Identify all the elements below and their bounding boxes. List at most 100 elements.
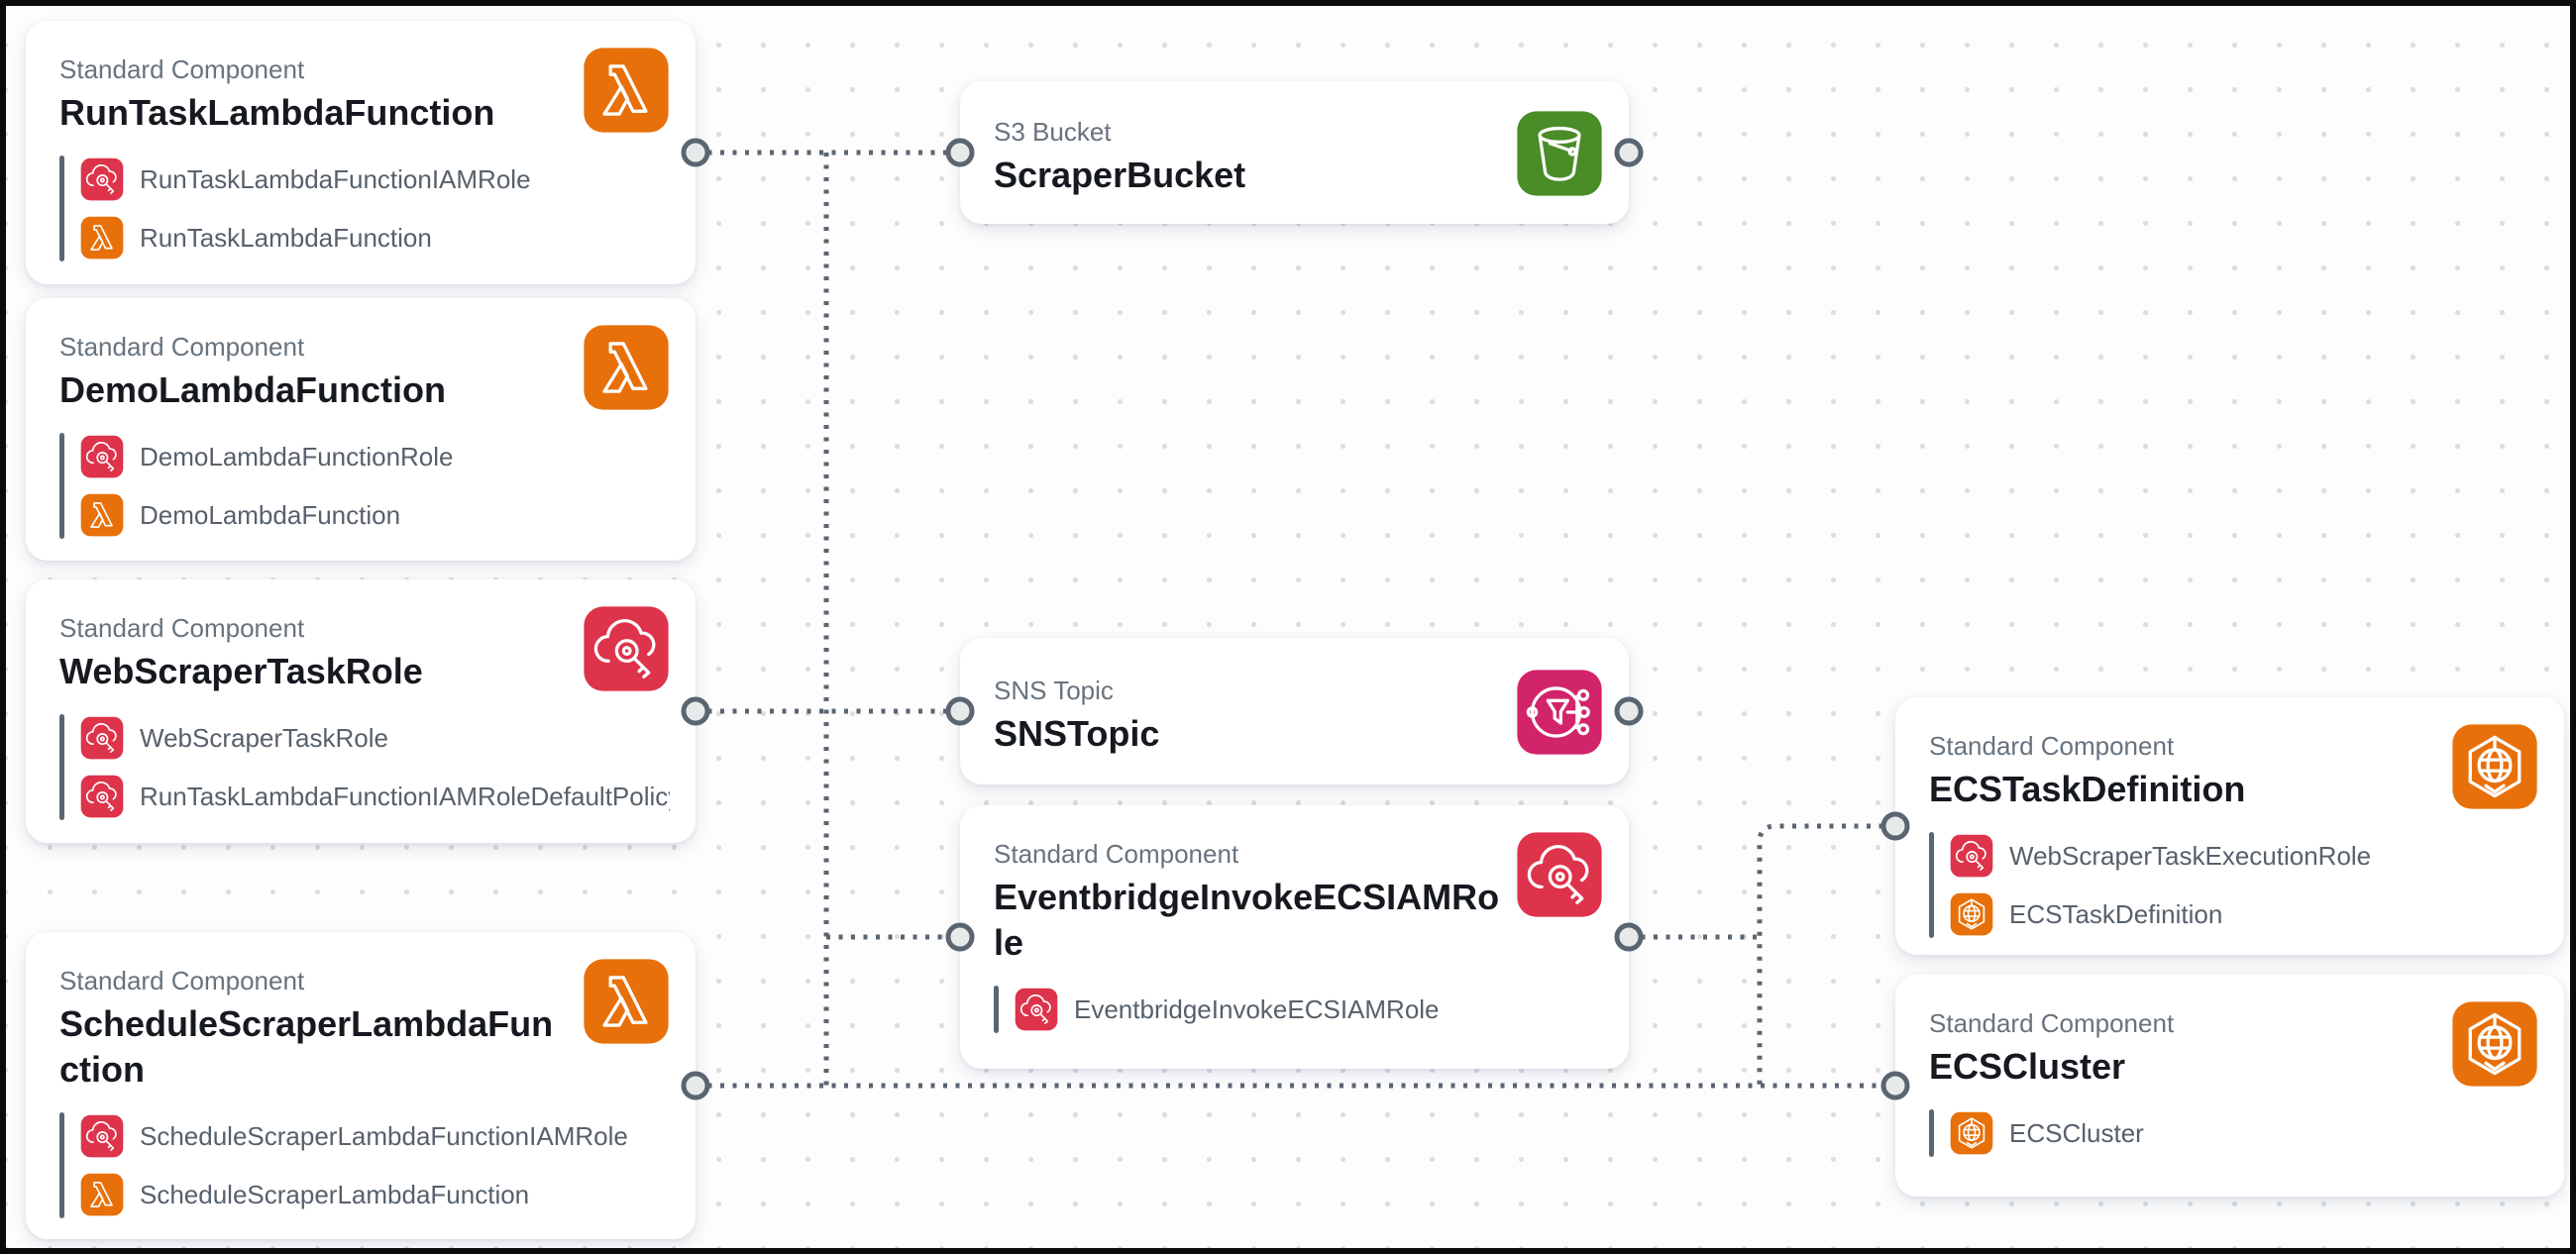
component-type-label: Standard Component <box>59 54 305 84</box>
component-card-scraperbucket[interactable]: S3 Bucket ScraperBucket <box>960 81 1629 224</box>
card-header: Standard Component WebScraperTaskRole <box>59 605 670 694</box>
component-card-ecscluster[interactable]: Standard Component ECSCluster ECSCluster <box>1895 975 2564 1197</box>
port-runtasklambdafunction-right[interactable] <box>681 138 710 167</box>
port-eventbridgeinvokeecsiamrole-right[interactable] <box>1614 922 1644 952</box>
child-resource-label: RunTaskLambdaFunctionIAMRoleDefaultPolic… <box>140 781 670 811</box>
component-card-demolambdafunction[interactable]: Standard Component DemoLambdaFunction De… <box>26 298 696 561</box>
child-group-bar <box>59 1112 64 1218</box>
card-header: Standard Component RunTaskLambdaFunction <box>59 47 670 136</box>
component-title: ECSCluster <box>1929 1046 2126 1087</box>
card-header: SNS Topic SNSTopic <box>994 668 1603 757</box>
iam-icon <box>1516 831 1603 918</box>
ecs-icon <box>1950 1111 1993 1155</box>
card-header: Standard Component EventbridgeInvokeECSI… <box>994 831 1603 966</box>
child-resource-row[interactable]: RunTaskLambdaFunctionIAMRole <box>80 157 670 201</box>
port-ecstaskdefinition-left[interactable] <box>1880 811 1910 841</box>
child-resources: DemoLambdaFunctionRole DemoLambdaFunctio… <box>59 433 670 539</box>
child-resource-label: EventbridgeInvokeECSIAMRole <box>1074 993 1440 1024</box>
component-card-webscrapertaskrole[interactable]: Standard Component WebScraperTaskRole We… <box>26 579 696 843</box>
child-resource-row[interactable]: ScheduleScraperLambdaFunction <box>80 1173 670 1216</box>
child-resource-row[interactable]: ECSCluster <box>1950 1111 2538 1155</box>
child-group-bar <box>994 986 999 1033</box>
component-type-label: Standard Component <box>59 613 305 643</box>
component-type-label: Standard Component <box>1929 731 2175 761</box>
child-group-bar <box>59 433 64 539</box>
child-resources: ScheduleScraperLambdaFunctionIAMRole Sch… <box>59 1112 670 1218</box>
connection-line <box>1757 823 1895 1086</box>
child-group-bar <box>59 156 64 261</box>
component-type-label: Standard Component <box>59 966 305 995</box>
child-resource-label: ScheduleScraperLambdaFunctionIAMRole <box>140 1120 628 1151</box>
card-header: Standard Component DemoLambdaFunction <box>59 324 670 413</box>
component-title: ScheduleScraperLambdaFunction <box>59 1003 554 1090</box>
port-snstopic-left[interactable] <box>945 696 975 726</box>
lambda-icon <box>80 1173 124 1216</box>
iam-icon <box>1950 834 1993 878</box>
port-snstopic-right[interactable] <box>1614 696 1644 726</box>
child-resource-row[interactable]: WebScraperTaskRole <box>80 716 670 760</box>
card-header: Standard Component ECSTaskDefinition <box>1929 723 2538 812</box>
child-resource-label: ECSCluster <box>2009 1117 2144 1148</box>
child-resource-row[interactable]: DemoLambdaFunction <box>80 493 670 537</box>
component-type-label: SNS Topic <box>994 676 1114 705</box>
component-card-snstopic[interactable]: SNS Topic SNSTopic <box>960 638 1629 784</box>
iam-icon <box>80 775 124 818</box>
component-type-label: Standard Component <box>994 839 1239 869</box>
port-scraperbucket-left[interactable] <box>945 138 975 167</box>
component-title: DemoLambdaFunction <box>59 369 447 410</box>
child-resource-row[interactable]: RunTaskLambdaFunction <box>80 216 670 260</box>
port-schedulescraperlambdafunction-right[interactable] <box>681 1071 710 1100</box>
component-title: WebScraperTaskRole <box>59 651 423 691</box>
ecs-icon <box>2451 723 2538 810</box>
iam-icon <box>583 605 670 692</box>
component-title: EventbridgeInvokeECSIAMRole <box>994 877 1500 963</box>
child-resource-row[interactable]: RunTaskLambdaFunctionIAMRoleDefaultPolic… <box>80 775 670 818</box>
iam-icon <box>80 157 124 201</box>
child-resource-row[interactable]: DemoLambdaFunctionRole <box>80 435 670 478</box>
port-webscrapertaskrole-right[interactable] <box>681 696 710 726</box>
component-type-label: Standard Component <box>59 332 305 362</box>
card-header: Standard Component ECSCluster <box>1929 1000 2538 1090</box>
child-resource-label: ScheduleScraperLambdaFunction <box>140 1179 530 1209</box>
child-resource-label: RunTaskLambdaFunctionIAMRole <box>140 163 531 194</box>
card-header: S3 Bucket ScraperBucket <box>994 109 1603 198</box>
component-type-label: Standard Component <box>1929 1008 2175 1038</box>
ecs-icon <box>2451 1000 2538 1088</box>
component-card-eventbridgeinvokeecsiamrole[interactable]: Standard Component EventbridgeInvokeECSI… <box>960 805 1629 1069</box>
child-resource-row[interactable]: WebScraperTaskExecutionRole <box>1950 834 2538 878</box>
component-title: RunTaskLambdaFunction <box>59 92 495 133</box>
child-resources: RunTaskLambdaFunctionIAMRole RunTaskLamb… <box>59 156 670 261</box>
iam-icon <box>80 435 124 478</box>
lambda-icon <box>583 958 670 1045</box>
component-title: SNSTopic <box>994 713 1160 754</box>
child-resources: ECSCluster <box>1929 1109 2538 1157</box>
lambda-icon <box>583 324 670 411</box>
child-resource-row[interactable]: EventbridgeInvokeECSIAMRole <box>1015 988 1603 1031</box>
child-group-bar <box>1929 1109 1934 1157</box>
lambda-icon <box>80 216 124 260</box>
child-group-bar <box>1929 832 1934 938</box>
iam-icon <box>80 716 124 760</box>
iam-icon <box>80 1114 124 1158</box>
child-group-bar <box>59 714 64 820</box>
port-eventbridgeinvokeecsiamrole-left[interactable] <box>945 922 975 952</box>
lambda-icon <box>583 47 670 134</box>
sns-topic-icon <box>1516 669 1603 756</box>
component-card-runtasklambdafunction[interactable]: Standard Component RunTaskLambdaFunction… <box>26 21 696 284</box>
child-resource-label: DemoLambdaFunction <box>140 499 401 530</box>
port-scraperbucket-right[interactable] <box>1614 138 1644 167</box>
iam-icon <box>1015 988 1058 1031</box>
lambda-icon <box>80 493 124 537</box>
port-ecscluster-left[interactable] <box>1880 1071 1910 1100</box>
ecs-icon <box>1950 892 1993 936</box>
component-title: ScraperBucket <box>994 155 1246 195</box>
child-resource-label: ECSTaskDefinition <box>2009 898 2223 929</box>
child-resource-label: WebScraperTaskExecutionRole <box>2009 840 2372 871</box>
child-resource-label: WebScraperTaskRole <box>140 722 388 753</box>
component-card-schedulescraperlambdafunction[interactable]: Standard Component ScheduleScraperLambda… <box>26 932 696 1239</box>
child-resource-row[interactable]: ECSTaskDefinition <box>1950 892 2538 936</box>
component-card-ecstaskdefinition[interactable]: Standard Component ECSTaskDefinition Web… <box>1895 697 2564 955</box>
child-resource-label: RunTaskLambdaFunction <box>140 222 432 253</box>
child-resource-row[interactable]: ScheduleScraperLambdaFunctionIAMRole <box>80 1114 670 1158</box>
